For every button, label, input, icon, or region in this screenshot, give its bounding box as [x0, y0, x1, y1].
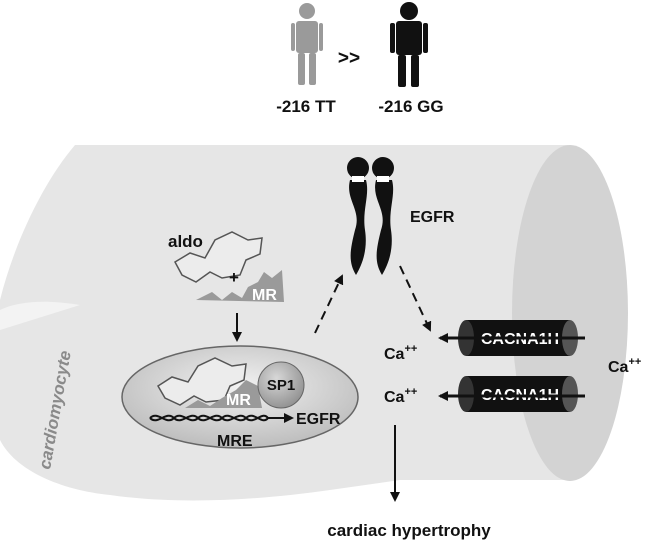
- egfr-gene-label: EGFR: [296, 411, 341, 428]
- sp1-cofactor: [257, 361, 305, 409]
- egfr-receptor-icon: [347, 157, 394, 275]
- aldosterone-molecule-icon: [174, 231, 263, 283]
- plus-sign: +: [229, 268, 239, 287]
- genotype-tt-label: -216 TT: [276, 97, 336, 116]
- mr-label: MR: [252, 287, 277, 304]
- person-tt-icon: [291, 3, 323, 85]
- genotype-gg-label: -216 GG: [378, 97, 443, 116]
- dna-helix-icon: [149, 414, 269, 422]
- aldo-label: aldo: [168, 232, 203, 251]
- mre-label: MRE: [217, 433, 253, 450]
- cacna1h-channel-2: [458, 376, 578, 412]
- person-gg-icon: [390, 2, 428, 87]
- dashed-arrow-to-calcium: [399, 265, 432, 332]
- outcome-label: cardiac hypertrophy: [327, 521, 491, 540]
- comparison-sign: >>: [338, 48, 360, 69]
- cell-end-cap: [512, 145, 628, 481]
- mr-receptor-icon: [196, 270, 284, 302]
- complex-mr-icon: [185, 380, 262, 408]
- dashed-arrow-to-egfr: [314, 274, 344, 334]
- calcium-inside-2: Ca++: [384, 386, 417, 406]
- complex-aldo-molecule-icon: [156, 357, 247, 406]
- complex-mr-label: MR: [226, 392, 251, 409]
- calcium-inside-1: Ca++: [384, 343, 417, 363]
- egfr-receptor-label: EGFR: [410, 209, 455, 226]
- calcium-outside: Ca++: [608, 356, 641, 376]
- sp1-label: SP1: [267, 377, 295, 394]
